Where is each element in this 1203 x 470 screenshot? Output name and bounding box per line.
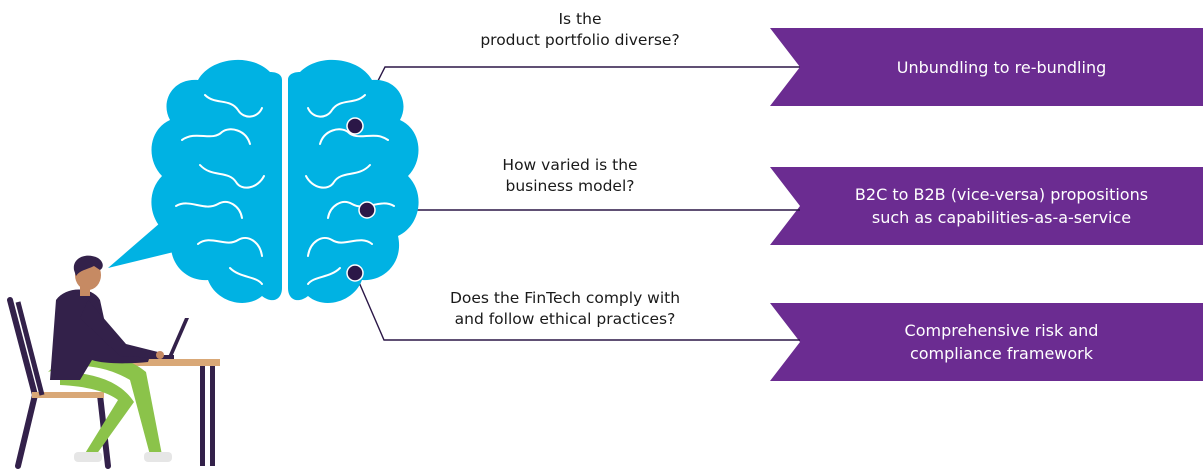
chair-back [15, 301, 45, 396]
answer-3: Comprehensive risk and compliance framew… [904, 321, 1099, 363]
connector-dot-3 [346, 264, 364, 282]
connector-line-3 [354, 272, 800, 341]
connector-line-1 [354, 66, 800, 127]
person-hair [73, 255, 103, 276]
question-2: How varied is the business model? [502, 156, 638, 195]
connector-dot-2 [358, 201, 376, 219]
person-arm [80, 300, 158, 358]
answer-2: B2C to B2B (vice-versa) propositions suc… [854, 185, 1149, 227]
answer-banner-3 [770, 303, 1203, 381]
chair-seat [32, 392, 104, 398]
person-hand [156, 351, 164, 359]
shoe-left [74, 452, 102, 462]
desk-leg-2 [210, 366, 215, 466]
person-legs [48, 354, 162, 455]
question-1: Is the product portfolio diverse? [480, 10, 680, 49]
shoe-right [144, 452, 172, 462]
desk-top [120, 359, 220, 366]
question-3: Does the FinTech comply with and follow … [449, 289, 681, 328]
desk-leg [200, 366, 205, 466]
connector-dot-1 [346, 117, 364, 135]
answer-banner-2 [770, 167, 1203, 245]
laptop-screen [168, 318, 189, 357]
brain-icon [151, 59, 419, 303]
answer-banners [770, 28, 1203, 381]
connector-dots [346, 117, 376, 282]
person-at-laptop-illustration [7, 255, 220, 469]
answer-1: Unbundling to re-bundling [896, 57, 1107, 77]
answer-banner-1 [770, 28, 1203, 106]
